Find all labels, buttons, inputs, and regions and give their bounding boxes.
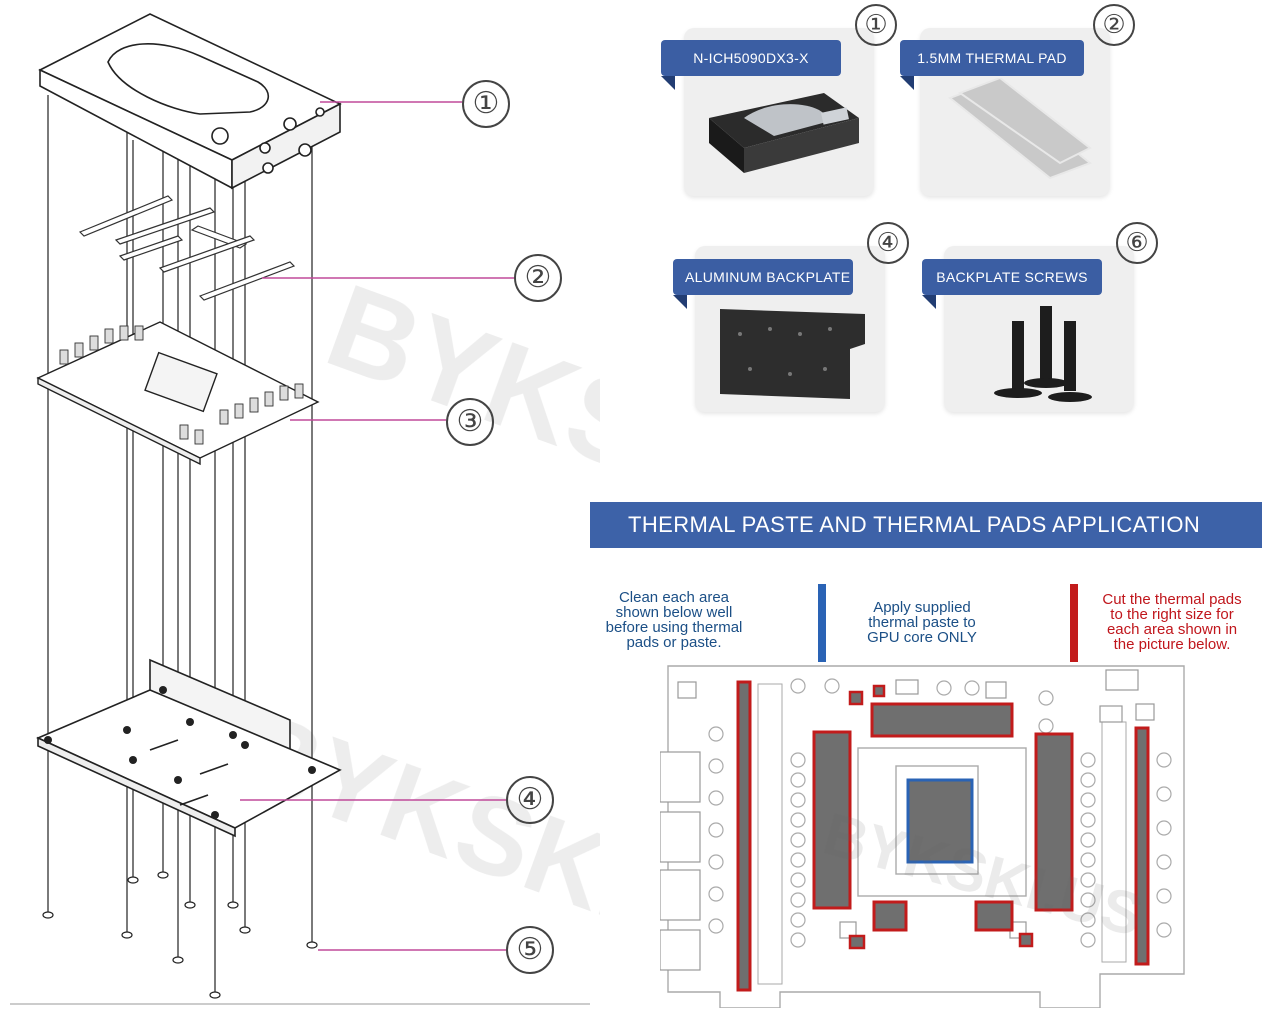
section-title: THERMAL PASTE AND THERMAL PADS APPLICATI… xyxy=(590,502,1262,548)
watermark: BYKSKI.US BYKSKI.US xyxy=(222,259,600,1008)
part-label-thermal-pad: 1.5MM THERMAL PAD xyxy=(900,40,1084,90)
small-components xyxy=(677,669,1155,939)
part-number-1: ① xyxy=(855,4,897,46)
part-number-6: ⑥ xyxy=(1116,222,1158,264)
callout-1: ① xyxy=(462,80,510,128)
instruction-pads-line-4: the picture below. xyxy=(1113,636,1231,653)
pad-small-2 xyxy=(872,684,886,698)
backplate xyxy=(36,658,342,838)
instruction-pads-line-1: Cut the thermal pads xyxy=(1102,591,1242,608)
thermal-pad-image xyxy=(948,78,1092,180)
instruction-clean: Clean each area shown below well before … xyxy=(590,590,758,650)
instruction-pads-line-2: to the right size for xyxy=(1110,606,1234,623)
instruction-paste-line-1: Apply supplied xyxy=(873,599,971,616)
pad-small-1 xyxy=(848,690,864,706)
pad-vrm-left xyxy=(812,730,852,910)
part-label-screws: BACKPLATE SCREWS xyxy=(922,259,1102,309)
instruction-pads-line-3: each area shown in xyxy=(1106,621,1238,638)
callout-2: ② xyxy=(514,254,562,302)
backplate-screws xyxy=(42,871,318,999)
pad-small-4 xyxy=(1018,932,1034,948)
water-block-image xyxy=(709,93,859,173)
graphics-card-pcb xyxy=(36,321,320,466)
pad-memory-top xyxy=(870,702,1014,738)
pad-vrm-right xyxy=(1034,732,1074,912)
gpu-core-paste-area xyxy=(906,778,974,864)
instruction-paste-line-2: thermal paste to xyxy=(868,614,976,631)
thermal-pads xyxy=(78,195,296,301)
instruction-pads: Cut the thermal pads to the right size f… xyxy=(1088,592,1256,652)
callout-4: ④ xyxy=(506,776,554,824)
callout-3: ③ xyxy=(446,398,494,446)
paste-indicator-bar xyxy=(818,584,826,662)
leader-lines xyxy=(240,101,514,951)
part-label-water-block: N-ICH5090DX3-X xyxy=(661,40,841,90)
pad-left-strip xyxy=(736,680,752,992)
instruction-clean-line-1: Clean each area xyxy=(618,589,730,606)
screws-image xyxy=(994,306,1092,402)
instruction-clean-line-2: shown below well xyxy=(615,604,733,621)
pad-bottom-left xyxy=(872,900,908,932)
part-number-2: ② xyxy=(1093,4,1135,46)
callout-5: ⑤ xyxy=(506,926,554,974)
backplate-image xyxy=(720,309,865,399)
instruction-paste-line-3: GPU core ONLY xyxy=(867,629,977,646)
water-block xyxy=(38,13,342,190)
pad-bottom-right xyxy=(974,900,1014,932)
part-label-backplate: ALUMINUM BACKPLATE xyxy=(673,259,853,309)
pad-indicator-bar xyxy=(1070,584,1078,662)
pcb-pad-layout-diagram: BYKSKI.US xyxy=(660,665,1185,1008)
capacitors xyxy=(708,678,1172,948)
display-ports xyxy=(660,751,701,971)
pad-small-3 xyxy=(848,934,866,950)
instruction-paste: Apply supplied thermal paste to GPU core… xyxy=(842,600,1002,645)
instruction-clean-line-4: pads or paste. xyxy=(626,634,722,651)
instruction-clean-line-3: before using thermal xyxy=(605,619,743,636)
exploded-assembly-diagram: BYKSKI.US BYKSKI.US xyxy=(10,13,600,1008)
part-number-4: ④ xyxy=(867,222,909,264)
slot-left xyxy=(757,683,783,985)
pad-right-strip xyxy=(1134,726,1150,966)
